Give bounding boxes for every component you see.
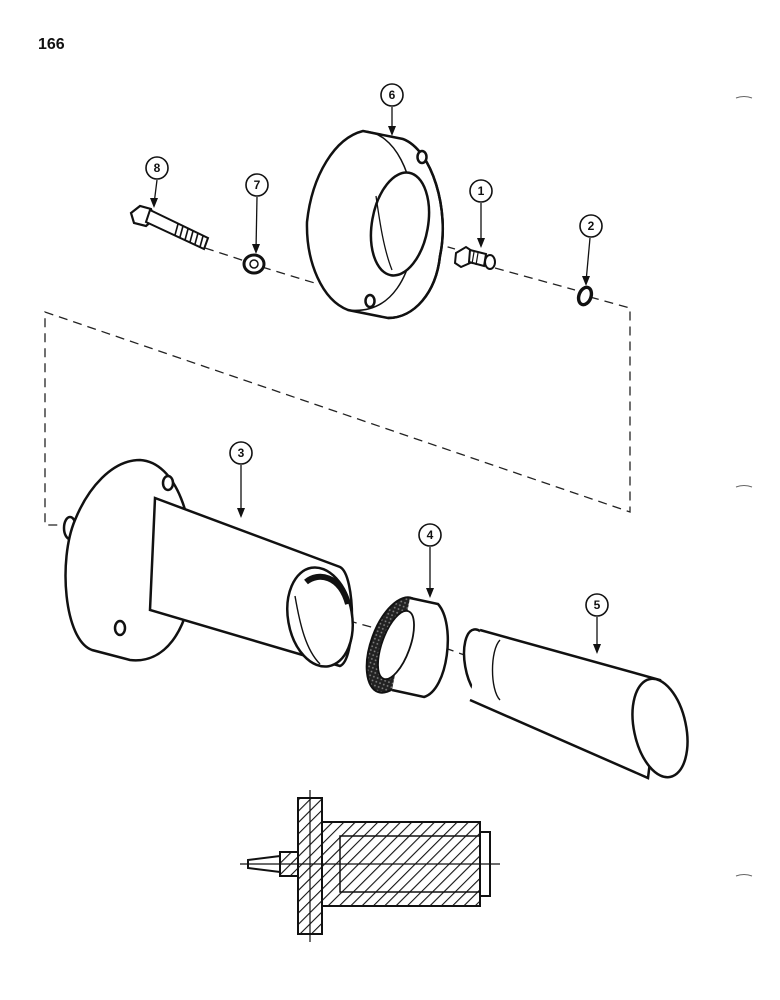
part-3-flanged-housing [62,458,354,668]
callout-7-label: 7 [254,178,261,192]
callout-7: 7 [245,173,269,254]
callout-5: 5 [585,593,609,654]
page-number: 166 [38,36,65,53]
sectional-view [240,790,500,942]
callout-1-label: 1 [478,184,485,198]
part-2-o-ring [576,285,594,307]
part-1-grease-fitting [453,245,496,270]
callout-4-label: 4 [427,528,434,542]
callout-6-label: 6 [389,88,396,102]
part-6-bearing-ring [305,129,444,320]
part-4-seal [365,596,450,699]
callout-3-label: 3 [238,446,245,460]
callout-4: 4 [418,523,442,598]
callout-1: 1 [469,179,493,248]
part-5-sleeve [462,628,689,780]
margin-marks [735,96,753,877]
part-8-bolt [129,204,210,251]
callout-8: 8 [145,156,169,208]
callout-3: 3 [229,441,253,518]
callout-2-label: 2 [588,219,595,233]
callout-8-label: 8 [154,161,161,175]
callout-5-label: 5 [594,598,601,612]
callout-2: 2 [579,214,603,286]
part-7-lock-washer [242,253,266,275]
callout-6: 6 [380,83,404,136]
